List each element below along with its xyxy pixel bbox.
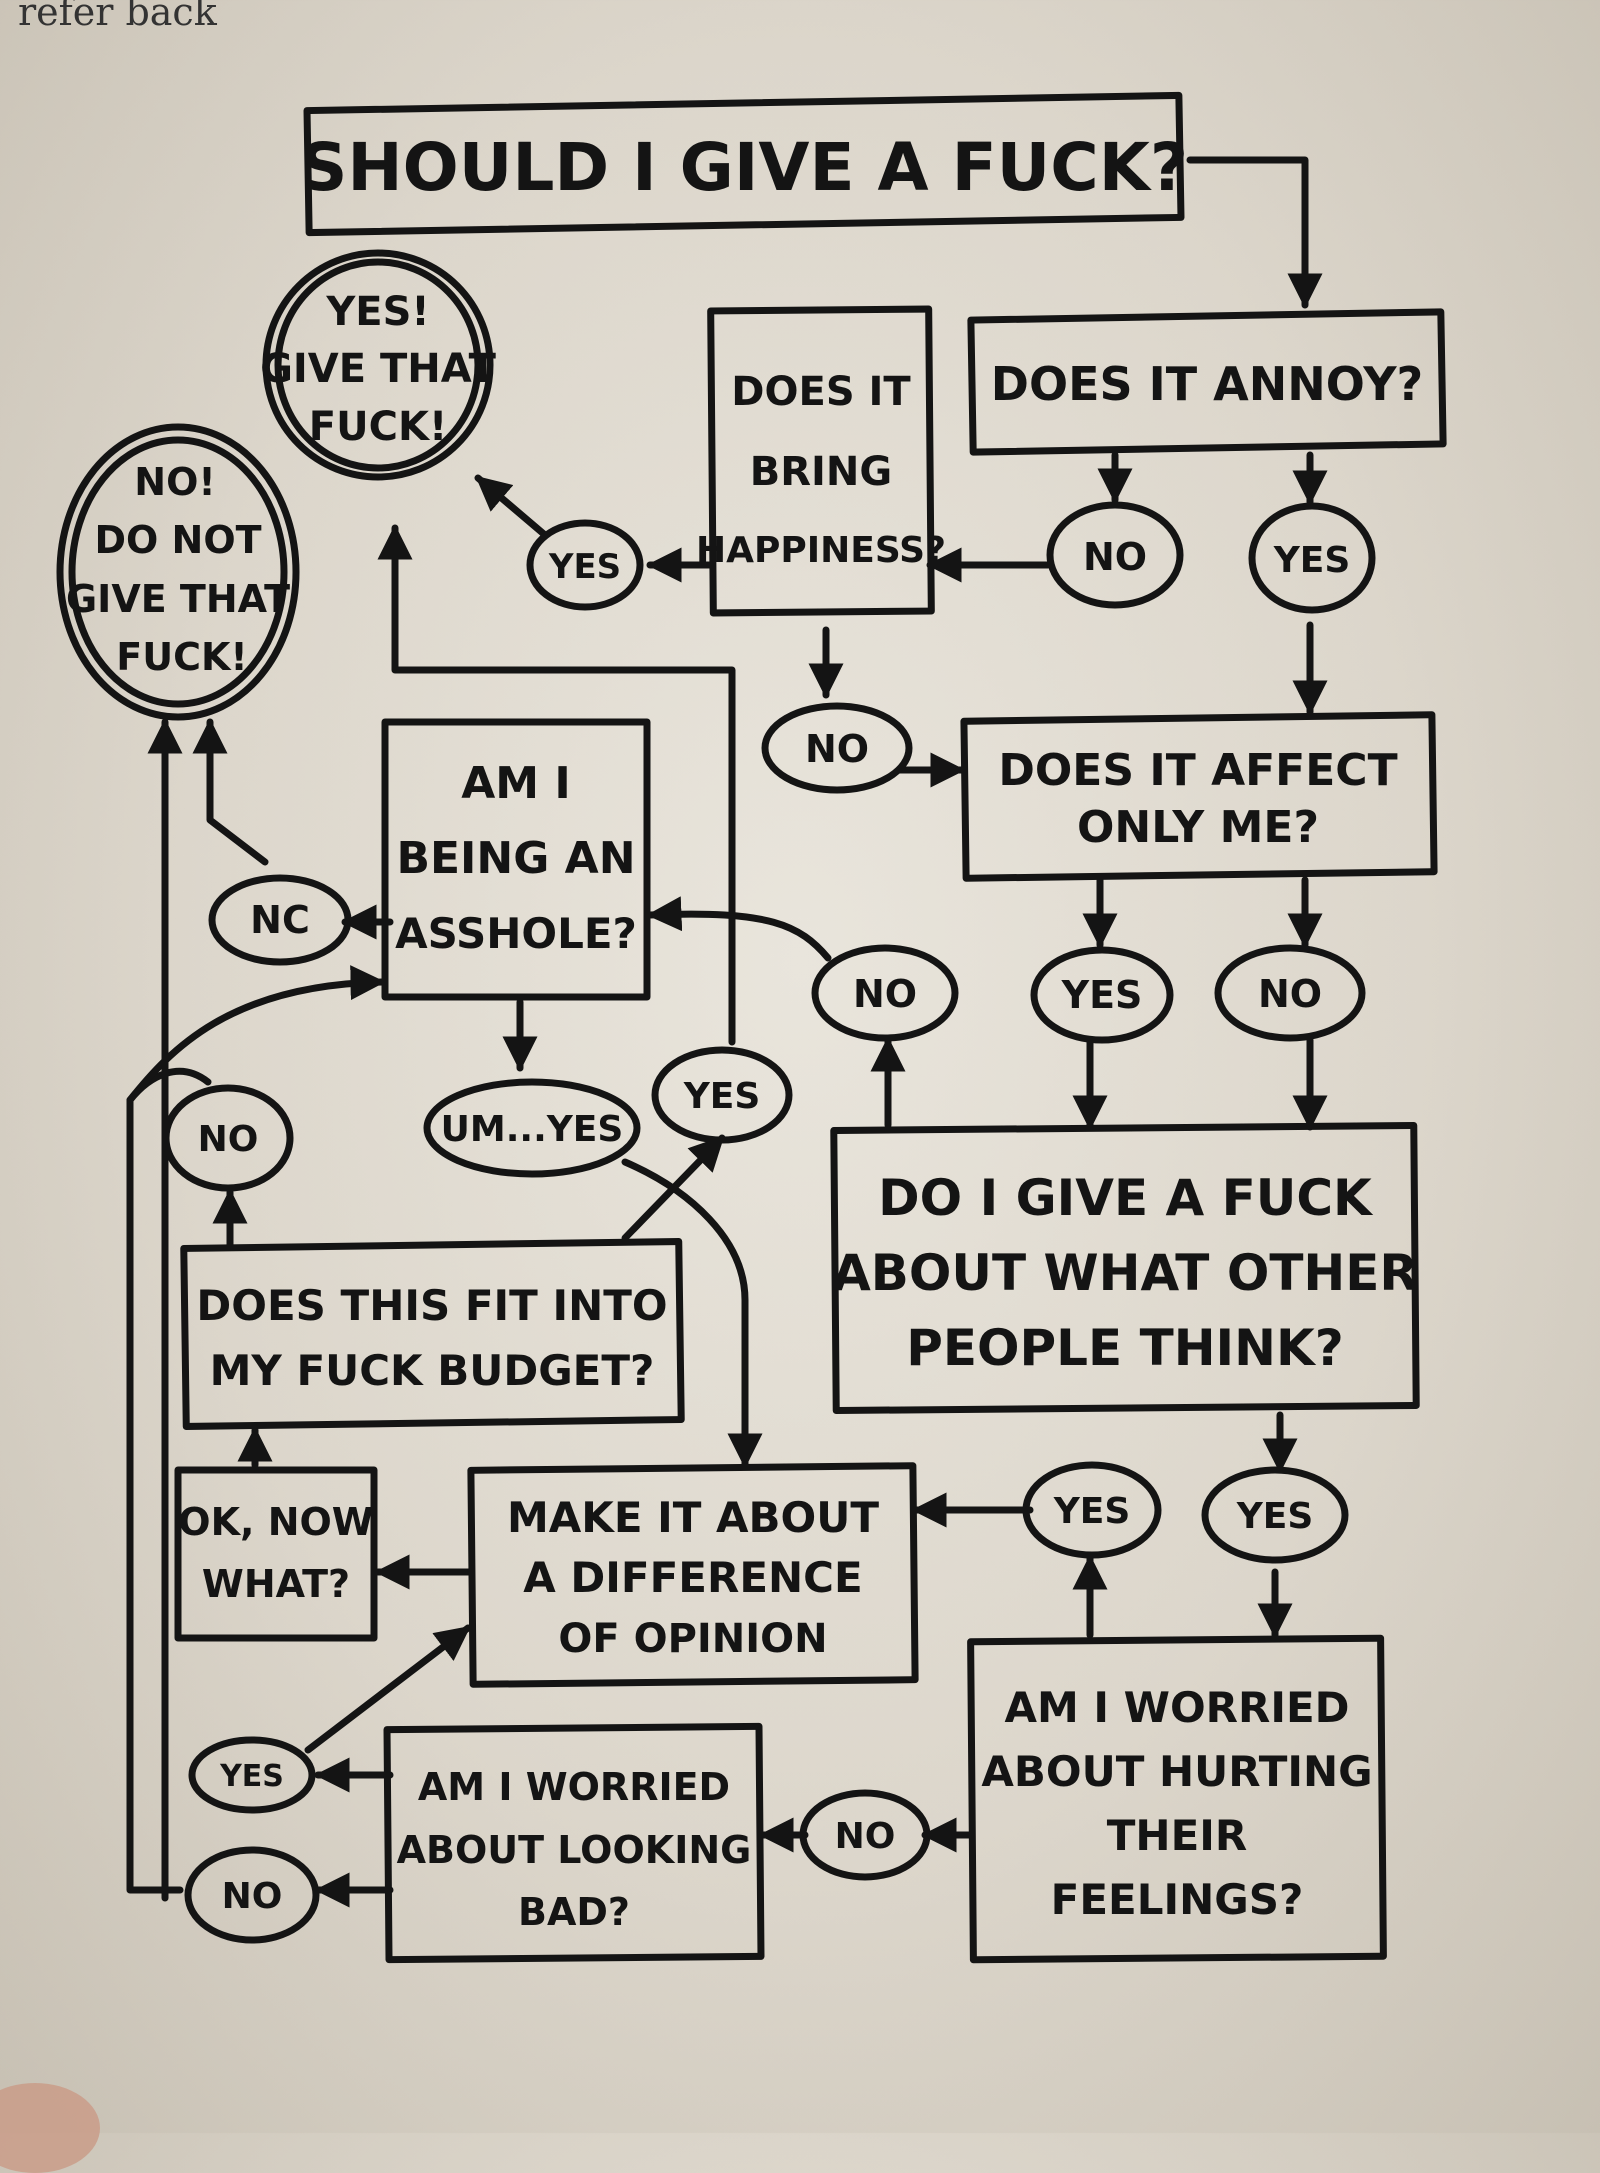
arrow-budget-to-yes bbox=[621, 1134, 726, 1242]
box-others bbox=[830, 1121, 1420, 1415]
box-looking-line3: BAD? bbox=[518, 1890, 630, 1934]
box-opinion-line3: OF OPINION bbox=[558, 1616, 827, 1662]
oval-look-yes bbox=[188, 1736, 316, 1814]
terminal-no-line3: GIVE THAT bbox=[66, 577, 290, 621]
title-box bbox=[303, 91, 1185, 237]
oval-annoy-no bbox=[1046, 501, 1184, 609]
oval-happy-yes bbox=[526, 519, 644, 611]
box-opinion bbox=[467, 1462, 919, 1688]
box-feelings bbox=[967, 1634, 1387, 1964]
label-budget-no: NO bbox=[198, 1119, 259, 1160]
box-others-line1: DO I GIVE A FUCK bbox=[878, 1169, 1374, 1227]
terminal-no-line2: DO NOT bbox=[94, 518, 261, 562]
oval-feel-yes bbox=[1022, 1461, 1162, 1559]
label-affect-yes: YES bbox=[1061, 973, 1143, 1017]
arrow-loop-to-asshole bbox=[126, 965, 386, 1104]
box-opinion-line2: A DIFFERENCE bbox=[523, 1553, 862, 1602]
box-others-line3: PEOPLE THINK? bbox=[906, 1319, 1344, 1377]
box-asshole-line1: AM I bbox=[461, 758, 571, 809]
box-nowwhat-line1: OK, NOW bbox=[178, 1500, 373, 1544]
box-affect bbox=[960, 711, 1438, 882]
box-annoy bbox=[967, 308, 1447, 456]
label-budget-yes: YES bbox=[683, 1076, 761, 1117]
box-affect-line2: ONLY ME? bbox=[1077, 802, 1319, 853]
box-budget-line1: DOES THIS FIT INTO bbox=[196, 1281, 667, 1330]
box-nowwhat bbox=[174, 1466, 378, 1642]
terminal-no-line4: FUCK! bbox=[116, 635, 247, 679]
oval-asshole-no bbox=[208, 874, 352, 966]
box-happiness-line2: BRING bbox=[750, 449, 892, 495]
oval-annoy-yes bbox=[1248, 502, 1376, 614]
box-budget bbox=[180, 1238, 685, 1430]
box-looking-line1: AM I WORRIED bbox=[418, 1765, 730, 1809]
box-asshole-line3: ASSHOLE? bbox=[395, 909, 637, 958]
terminal-no bbox=[56, 423, 300, 721]
box-looking-line2: ABOUT LOOKING bbox=[397, 1828, 752, 1872]
box-happiness-line3: HAPPINESS? bbox=[696, 530, 946, 571]
label-asshole-no: NC bbox=[250, 898, 310, 942]
label-others-yes: YES bbox=[1236, 1496, 1314, 1537]
label-happy-no: NO bbox=[805, 727, 869, 771]
label-look-yes: YES bbox=[219, 1759, 284, 1794]
box-happiness bbox=[707, 305, 935, 617]
page-corner-text: refer back bbox=[18, 0, 217, 34]
box-nowwhat-line2: WHAT? bbox=[202, 1562, 350, 1606]
label-look-no: NO bbox=[222, 1876, 283, 1917]
label-affect-no: NO bbox=[1258, 972, 1322, 1016]
label-feel-yes: YES bbox=[1053, 1491, 1131, 1532]
oval-asshole-umyes bbox=[423, 1078, 641, 1178]
arrow-umyes-to-opinion bbox=[621, 1158, 763, 1469]
arrow-yes-to-opinion-diag bbox=[304, 1624, 472, 1754]
arrow-yes-to-yes-terminal bbox=[474, 474, 549, 539]
oval-others-yes bbox=[1201, 1466, 1349, 1564]
terminal-yes-line2: GIVE THAT bbox=[260, 346, 497, 392]
box-asshole-line2: BEING AN bbox=[396, 833, 635, 884]
box-opinion-line1: MAKE IT ABOUT bbox=[507, 1493, 879, 1542]
box-feelings-line4: FEELINGS? bbox=[1051, 1875, 1304, 1924]
box-feelings-line3: THEIR bbox=[1107, 1811, 1247, 1860]
oval-happy-no bbox=[761, 702, 913, 794]
connectors bbox=[126, 156, 1328, 1908]
arrow-yes-to-yes-terminal-long bbox=[377, 524, 736, 1046]
label-annoy-no: NO bbox=[1083, 535, 1147, 579]
arrow-nc-to-no-terminal bbox=[192, 718, 269, 866]
box-feelings-line2: ABOUT HURTING bbox=[981, 1747, 1372, 1796]
box-budget-line2: MY FUCK BUDGET? bbox=[210, 1346, 655, 1395]
terminal-yes bbox=[262, 249, 494, 481]
arrow-title-to-annoy bbox=[1186, 156, 1323, 309]
box-feelings-line1: AM I WORRIED bbox=[1004, 1683, 1349, 1732]
box-annoy-text: DOES IT ANNOY? bbox=[991, 357, 1423, 411]
label-asshole-umyes: UM...YES bbox=[441, 1109, 624, 1150]
oval-others-no bbox=[811, 944, 959, 1042]
terminal-yes-line1: YES! bbox=[325, 289, 429, 335]
title-text: SHOULD I GIVE A FUCK? bbox=[300, 129, 1188, 206]
box-affect-line1: DOES IT AFFECT bbox=[998, 745, 1397, 796]
oval-look-no bbox=[184, 1846, 320, 1944]
box-others-line2: ABOUT WHAT OTHER bbox=[832, 1244, 1418, 1302]
terminal-no-line1: NO! bbox=[134, 460, 215, 504]
box-happiness-line1: DOES IT bbox=[731, 369, 911, 415]
label-annoy-yes: YES bbox=[1273, 540, 1351, 581]
arrow-no-to-asshole bbox=[646, 896, 832, 962]
oval-feel-no bbox=[799, 1789, 931, 1881]
texts: SHOULD I GIVE A FUCK? YES! GIVE THAT FUC… bbox=[66, 129, 1423, 1934]
oval-budget-yes bbox=[651, 1046, 793, 1144]
terminal-yes-line3: FUCK! bbox=[309, 404, 447, 450]
label-feel-no: NO bbox=[835, 1816, 896, 1857]
oval-affect-no bbox=[1214, 944, 1366, 1042]
label-happy-yes: YES bbox=[548, 547, 621, 587]
shapes bbox=[56, 91, 1447, 1964]
oval-budget-no bbox=[162, 1084, 294, 1192]
box-asshole bbox=[381, 718, 651, 1001]
box-looking bbox=[383, 1722, 765, 1964]
oval-affect-yes bbox=[1030, 946, 1174, 1044]
label-others-no: NO bbox=[853, 972, 917, 1016]
